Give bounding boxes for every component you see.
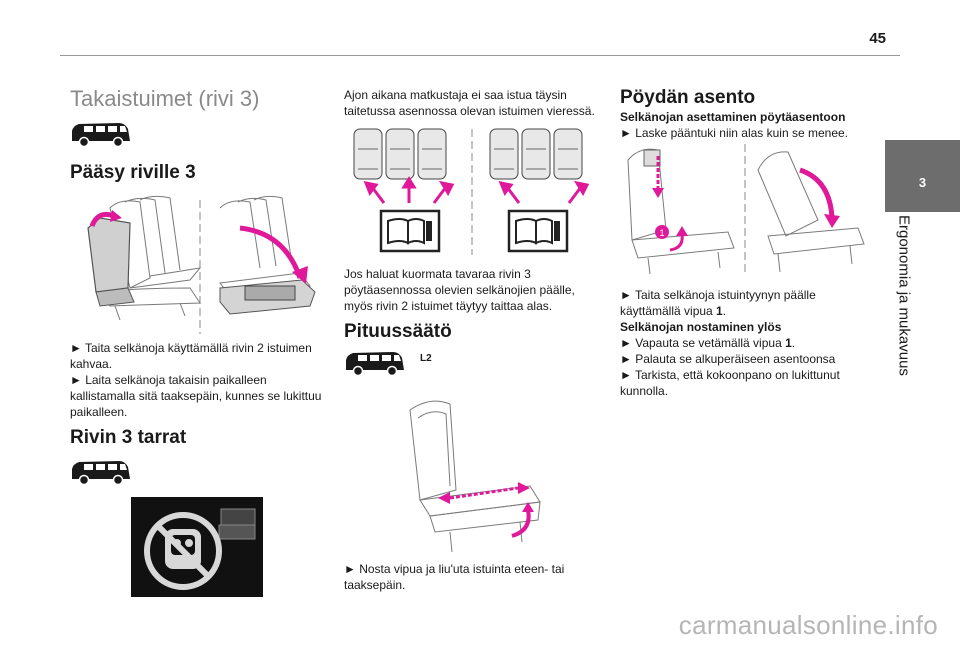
text-line: kunnolla. <box>620 384 669 398</box>
manual-book-icon <box>379 209 441 253</box>
text-line: ► Tarkista, että kokoonpano on lukittunu… <box>620 368 840 382</box>
loading-note: Jos haluat kuormata tavaraa rivin 3 pöyt… <box>344 266 609 314</box>
text-line: kallistamalla sitä taaksepäin, kunnes se… <box>70 389 322 403</box>
text-line: Jos haluat kuormata tavaraa rivin 3 <box>344 267 531 281</box>
text-line: ► Laita selkänoja takaisin paikalleen <box>70 373 267 387</box>
text-line: ► Laske pääntuki niin alas kuin se menee… <box>620 126 849 140</box>
subheading: Selkänojan asettaminen pöytäasentoon <box>620 110 846 124</box>
text-period: . <box>722 304 727 318</box>
lever-callout <box>655 225 669 239</box>
chapter-title: Ergonomia ja mukavuus <box>895 215 913 376</box>
text-line: kahvaa. <box>70 357 113 371</box>
page-number: 45 <box>869 30 886 47</box>
van-icon <box>72 123 130 148</box>
subheading: Selkänojan nostaminen ylös <box>620 320 782 334</box>
watermark: carmanualsonline.info <box>678 610 938 640</box>
text-line: taaksepäin. <box>344 578 406 592</box>
section-title-length-adjust: Pituussäätö <box>344 321 452 342</box>
passenger-warning: Ajon aikana matkustaja ei saa istua täys… <box>344 87 609 119</box>
text-line: Ajon aikana matkustaja ei saa istua täys… <box>344 88 567 102</box>
text-line: ► Taita selkänoja istuintyynyn päälle <box>620 288 816 302</box>
table-position-setup: Selkänojan asettaminen pöytäasentoon ► L… <box>620 109 870 141</box>
text-line: pöytäasennossa olevien selkänojien pääll… <box>344 283 575 297</box>
text-line: käyttämällä vipua <box>620 304 717 318</box>
text-line: ► Taita selkänoja käyttämällä rivin 2 is… <box>70 341 312 355</box>
chapter-tab[interactable] <box>885 140 960 212</box>
section-title-row3-labels: Rivin 3 tarrat <box>70 427 187 448</box>
page-heading: Takaistuimet (rivi 3) <box>70 86 260 111</box>
text-line: paikalleen. <box>70 405 128 419</box>
table-position-seats-illustration <box>353 128 590 255</box>
version-label: L2 <box>420 353 432 364</box>
lever-number: 1 <box>785 336 792 350</box>
lever-number: 1 <box>716 304 723 318</box>
slide-instructions: ► Nosta vipua ja liu'uta istuinta eteen-… <box>344 561 609 593</box>
text-line: taitetussa asennossa olevan istuimen vie… <box>344 104 595 118</box>
text-line: ► Nosta vipua ja liu'uta istuinta eteen-… <box>344 562 565 576</box>
chapter-tab-number: 3 <box>918 175 927 190</box>
van-icon <box>72 461 130 486</box>
table-position-instructions: ► Taita selkänoja istuintyynyn päälle kä… <box>620 287 870 399</box>
text-line: myös rivin 2 istuimet täytyy taittaa ala… <box>344 299 553 313</box>
seat-folding-illustration <box>87 195 316 334</box>
text-period: . <box>791 336 796 350</box>
van-icon <box>346 352 404 377</box>
manual-book-icon <box>507 209 569 253</box>
text-line: ► Palauta se alkuperäiseen asentoonsa <box>620 352 836 366</box>
text-line: ► Vapauta se vetämällä vipua <box>620 336 786 350</box>
seat-slide-illustration <box>409 400 541 553</box>
section-title-table-position: Pöydän asento <box>620 87 756 108</box>
section-title-access-row3: Pääsy riville 3 <box>70 162 196 183</box>
header-divider <box>60 55 900 56</box>
access-instructions: ► Taita selkänoja käyttämällä rivin 2 is… <box>70 340 330 420</box>
no-child-seat-icon <box>144 512 222 590</box>
backrest-fold-illustration: 1 <box>627 144 865 276</box>
lever-callout-number: 1 <box>659 228 664 238</box>
row3-warning-label <box>131 497 263 597</box>
